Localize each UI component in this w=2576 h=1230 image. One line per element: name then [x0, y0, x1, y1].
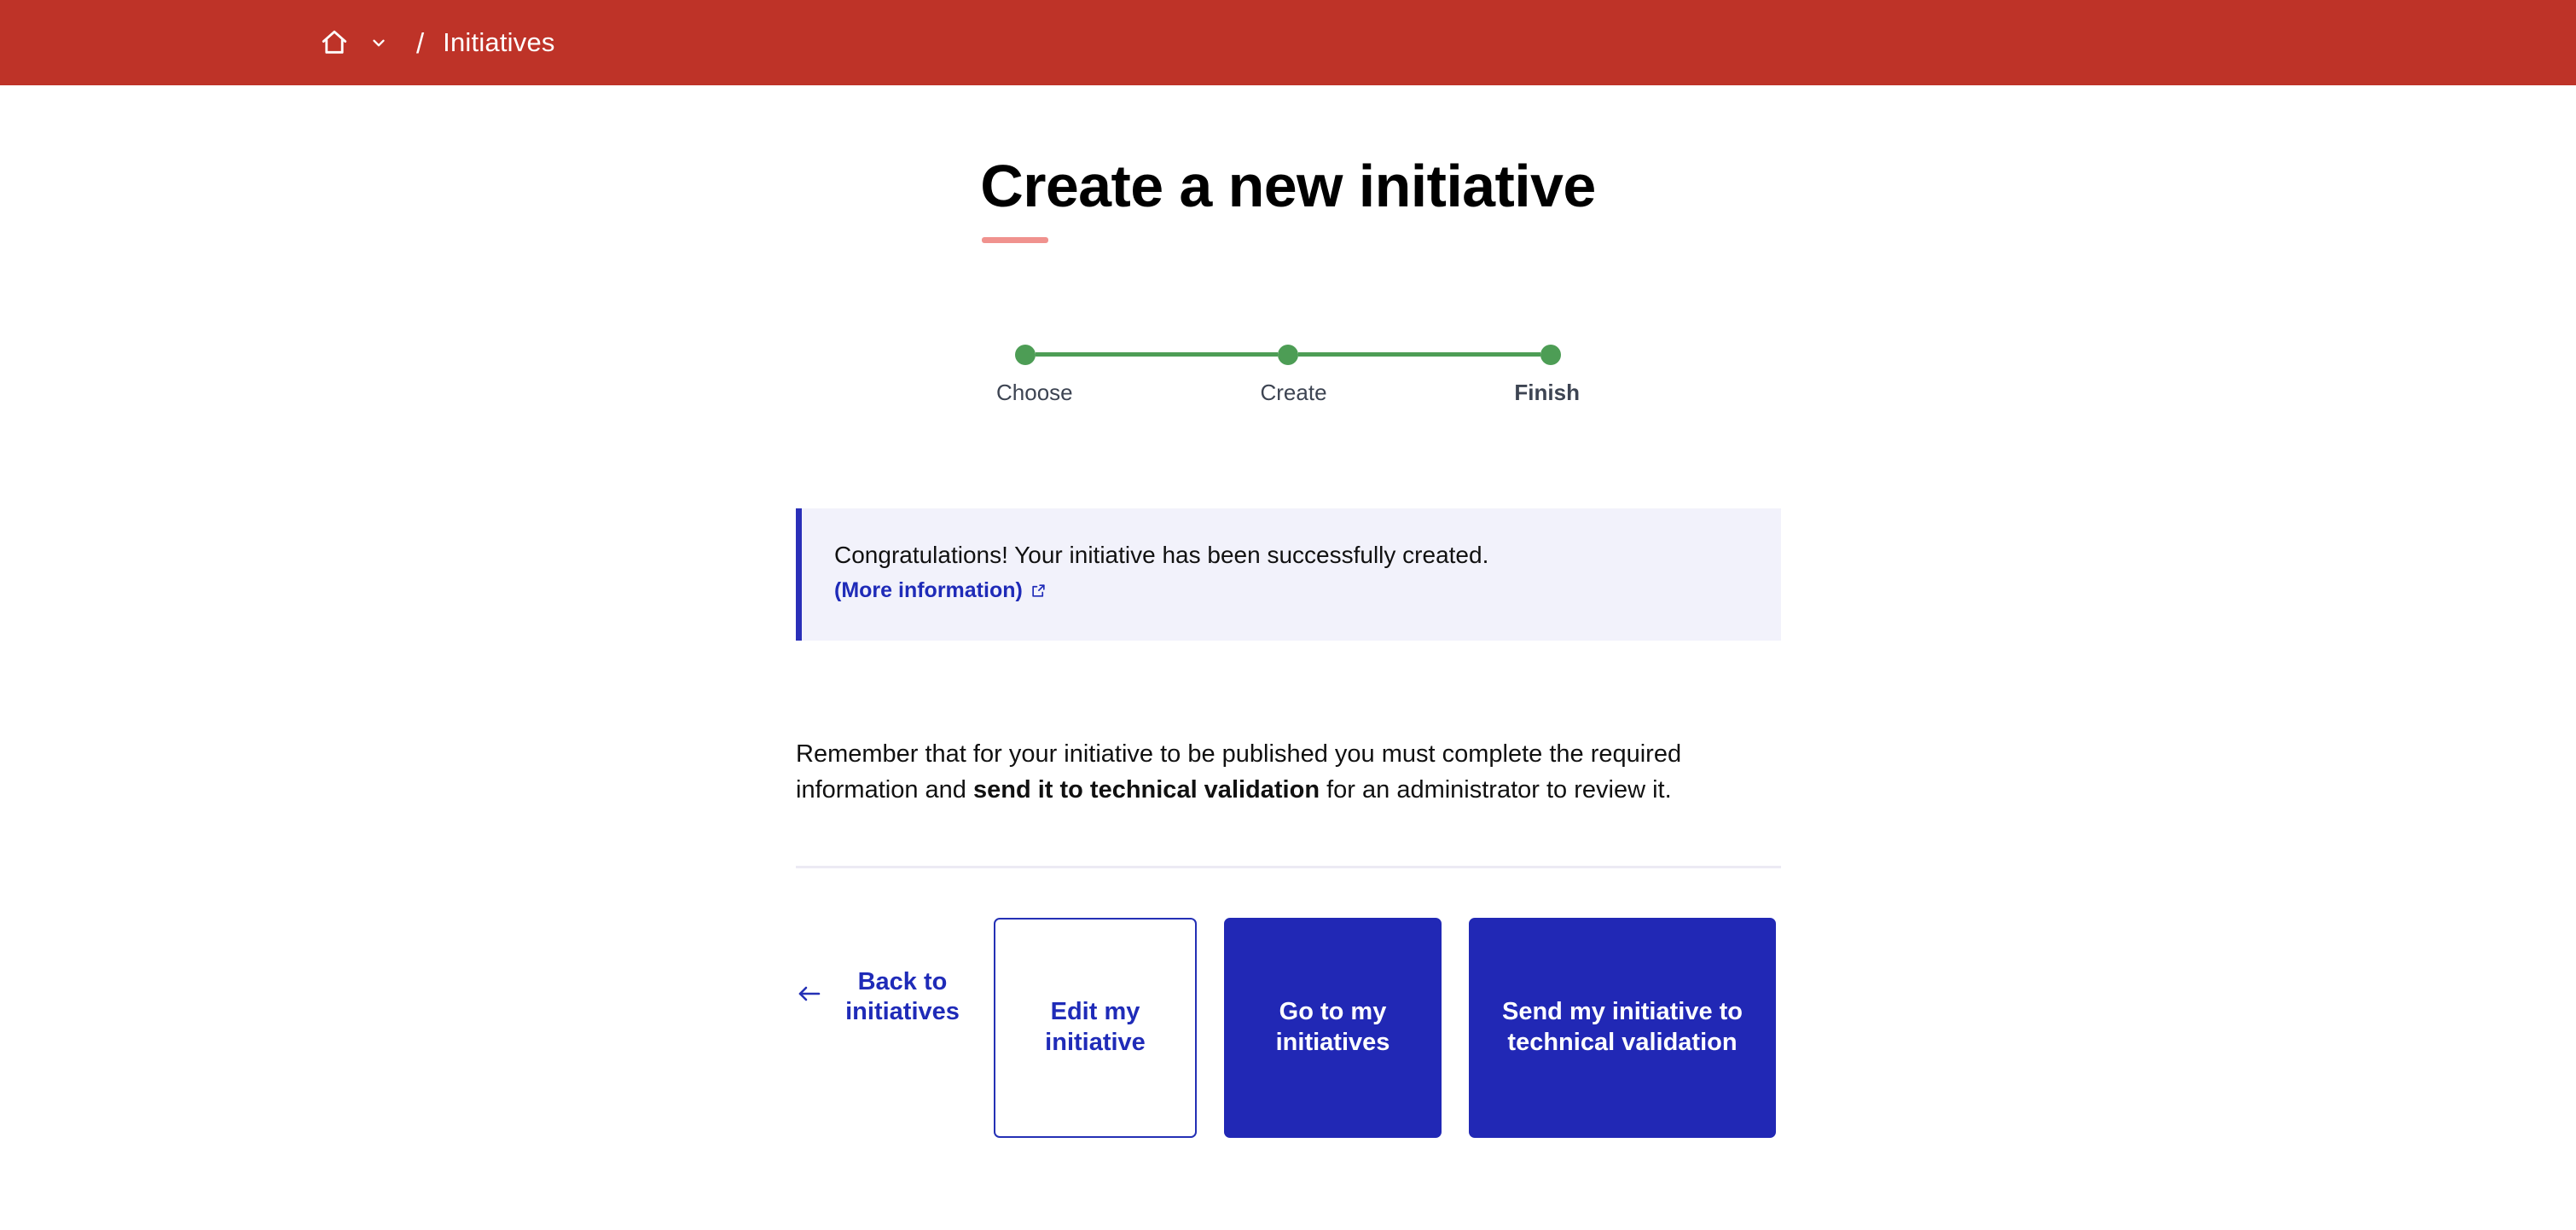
success-callout-link-row: (More information) — [834, 578, 1752, 603]
stepper-label-choose: Choose — [996, 379, 1073, 405]
page-title: Create a new initiative — [980, 153, 1596, 243]
stepper-labels: Choose Create Finish — [996, 379, 1580, 406]
page-body: Create a new initiative Choose Create Fi… — [0, 153, 2576, 1138]
stepper-dot-choose[interactable] — [1015, 344, 1036, 365]
more-information-link[interactable]: (More information) — [834, 578, 1023, 603]
page-title-text: Create a new initiative — [980, 153, 1596, 219]
back-to-initiatives-label: Back to initiatives — [845, 967, 960, 1025]
progress-stepper: Choose Create Finish — [996, 344, 1580, 406]
action-button-row: Back to initiatives Edit my initiative G… — [796, 917, 1781, 1138]
stepper-label-create: Create — [1260, 379, 1327, 405]
send-to-technical-validation-button[interactable]: Send my initiative to technical validati… — [1469, 917, 1776, 1138]
publication-note-part1: Remember that for your initiative to be … — [796, 740, 1682, 804]
external-link-icon[interactable] — [1030, 583, 1047, 599]
back-to-initiatives-link[interactable]: Back to initiatives — [796, 918, 966, 1028]
breadcrumb-separator: / — [416, 26, 425, 59]
content-column: Congratulations! Your initiative has bee… — [796, 508, 1781, 1138]
edit-my-initiative-button[interactable]: Edit my initiative — [994, 917, 1197, 1138]
stepper-dot-create[interactable] — [1278, 344, 1298, 365]
stepper-line-2 — [1298, 352, 1540, 357]
chevron-down-icon[interactable] — [362, 26, 396, 60]
stepper-line-1 — [1036, 352, 1278, 357]
success-callout-message: Congratulations! Your initiative has bee… — [834, 541, 1489, 568]
section-divider — [796, 865, 1781, 868]
arrow-left-icon — [796, 982, 821, 1012]
go-to-my-initiatives-button[interactable]: Go to my initiatives — [1224, 917, 1442, 1138]
publication-note: Remember that for your initiative to be … — [796, 736, 1743, 808]
title-accent-underline — [982, 236, 1049, 243]
success-callout: Congratulations! Your initiative has bee… — [796, 508, 1781, 641]
stepper-track — [1015, 344, 1561, 366]
top-navigation-bar: / Initiatives — [0, 0, 2576, 85]
stepper-label-finish: Finish — [1514, 379, 1580, 405]
home-icon[interactable] — [316, 24, 353, 61]
breadcrumb-current-initiatives[interactable]: Initiatives — [443, 27, 555, 57]
publication-note-emphasis: send it to technical validation — [972, 775, 1320, 804]
publication-note-part2: for an administrator to review it. — [1320, 775, 1672, 804]
stepper-dot-finish[interactable] — [1540, 344, 1561, 365]
page-title-block: Create a new initiative — [0, 153, 2576, 243]
